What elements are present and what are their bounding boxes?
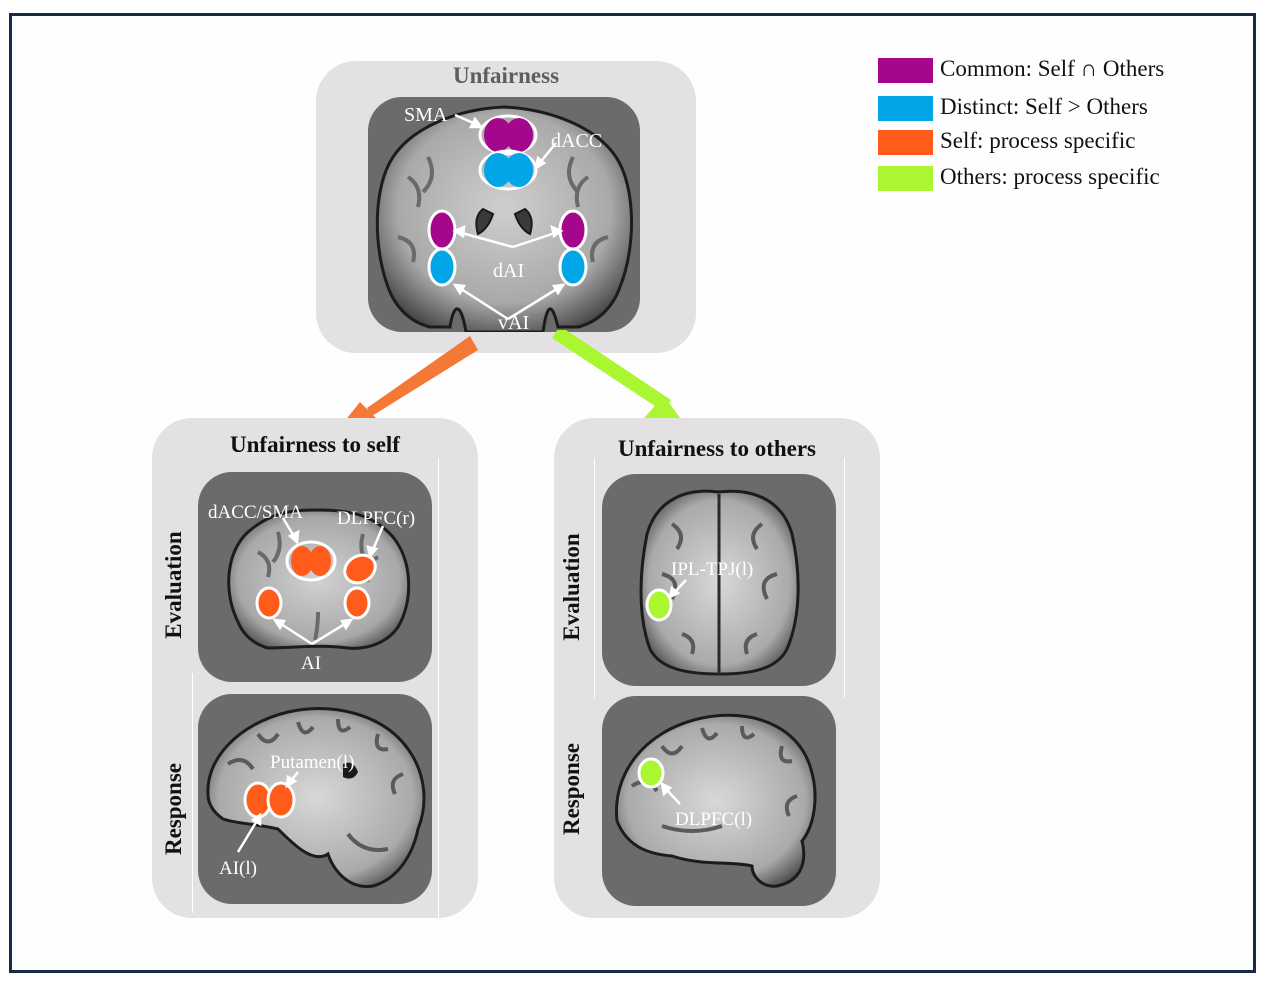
- brain-sagittal-self-svg: Putamen(l) AI(l): [206, 707, 426, 888]
- panel-title-self: Unfairness to self: [230, 432, 400, 457]
- dlpfc-l-region: [637, 757, 665, 789]
- legend-swatch-common: [878, 58, 933, 83]
- ipl-tpj-l-region: [645, 588, 673, 622]
- divider: [844, 458, 845, 698]
- arrow-to-others: [552, 330, 686, 426]
- dacc-sma-outline: [285, 540, 337, 582]
- dlpfc-r-region: [343, 553, 377, 585]
- dai-region-left: [427, 209, 457, 251]
- dacc-sma-region-left: [291, 546, 313, 576]
- row-label-response: Response: [161, 763, 186, 856]
- brain-image-coronal-common: SMA dACC dAI vAI: [368, 97, 640, 332]
- divider: [438, 458, 439, 918]
- label-putamen-l: Putamen(l): [270, 752, 354, 773]
- brain-image-axial-others: IPL-TPJ(l): [602, 474, 836, 686]
- legend-label-self: Self: process specific: [940, 128, 1136, 153]
- panel-title-unfairness: Unfairness: [452, 63, 560, 88]
- annotation-arrows: [660, 781, 681, 805]
- annotation-arrows: [668, 579, 687, 600]
- row-label-response: Response: [559, 743, 584, 836]
- ai-region-left: [255, 586, 283, 620]
- brain-image-coronal-self: dACC/SMA DLPFC(r) AI: [198, 472, 432, 682]
- brain-coronal-svg: SMA dACC dAI vAI: [375, 104, 633, 332]
- annotation-arrows: [272, 517, 385, 646]
- divider: [594, 458, 595, 698]
- panel-unfairness-to-others: Unfairness to others Evaluation Response…: [554, 418, 880, 918]
- dacc-outline: [478, 149, 538, 191]
- label-dacc-sma: dACC/SMA: [208, 502, 303, 523]
- brain-outline: [206, 707, 426, 888]
- panel-unfairness: Unfairness: [316, 61, 696, 353]
- sma-region-right: [505, 118, 533, 152]
- label-dlpfc-r: DLPFC(r): [337, 508, 415, 529]
- legend-label-common: Common: Self ∩ Others: [940, 56, 1165, 81]
- brain-image-sagittal-self: Putamen(l) AI(l): [198, 694, 432, 904]
- dacc-region-left: [484, 153, 512, 187]
- sma-outline: [478, 114, 538, 156]
- label-dai: dAI: [493, 260, 524, 282]
- row-label-evaluation: Evaluation: [559, 533, 584, 641]
- label-ai-l: AI(l): [219, 858, 257, 879]
- brain-image-sagittal-others: DLPFC(l): [602, 696, 836, 906]
- row-label-evaluation: Evaluation: [161, 531, 186, 639]
- dai-region-right: [558, 209, 588, 251]
- label-sma: SMA: [404, 104, 448, 126]
- legend-label-distinct: Distinct: Self > Others: [940, 94, 1148, 119]
- ai-region-right: [343, 586, 371, 620]
- legend-swatch-others: [878, 166, 933, 191]
- legend-label-others: Others: process specific: [940, 164, 1160, 189]
- brain-sagittal-others-svg: DLPFC(l): [614, 713, 817, 888]
- panel-unfairness-to-self: Unfairness to self Evaluation Response: [152, 418, 478, 918]
- dacc-sma-region-right: [309, 546, 331, 576]
- vai-region-left: [427, 247, 457, 287]
- legend-swatch-self: [878, 130, 933, 155]
- flow-arrows: [340, 330, 686, 427]
- divider: [192, 673, 193, 913]
- annotation-arrows: [236, 771, 299, 853]
- vai-region-right: [558, 247, 588, 287]
- annotation-arrows: [452, 113, 566, 321]
- arrow-to-self: [340, 336, 478, 427]
- dacc-region-right: [505, 153, 533, 187]
- label-vai: vAI: [498, 312, 529, 332]
- sma-region-left: [484, 118, 512, 152]
- legend-swatch-distinct: [878, 96, 933, 121]
- label-dlpfc-l: DLPFC(l): [675, 809, 752, 830]
- label-ipl-tpj-l: IPL-TPJ(l): [671, 559, 753, 580]
- brain-coronal-self-svg: dACC/SMA DLPFC(r) AI: [208, 502, 415, 674]
- putamen-l-region: [266, 781, 296, 819]
- brain-outline: [614, 713, 817, 888]
- panel-title-others: Unfairness to others: [617, 436, 817, 461]
- label-dacc: dACC: [551, 130, 602, 152]
- brain-axial-others-svg: IPL-TPJ(l): [639, 489, 800, 676]
- label-ai: AI: [301, 653, 321, 674]
